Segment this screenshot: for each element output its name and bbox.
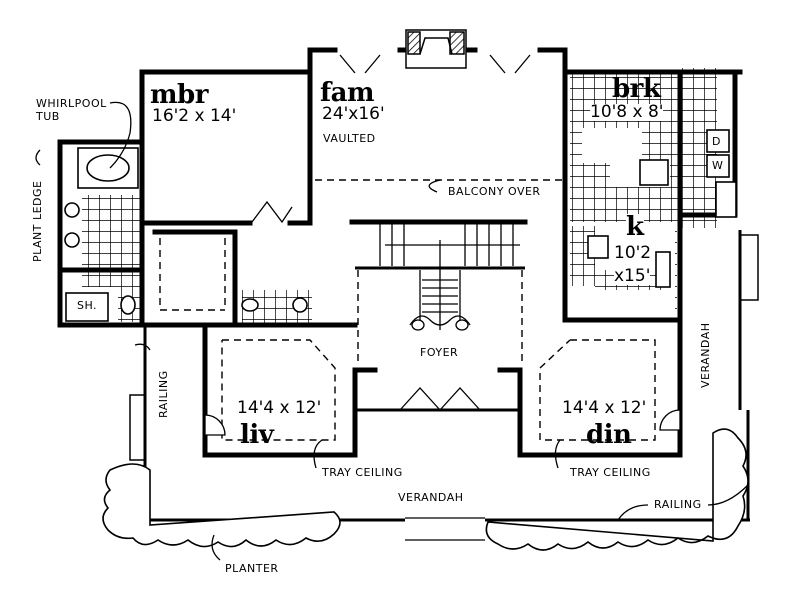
whirlpool-label-line1: WHIRLPOOL	[36, 97, 107, 110]
railing-bottom-label: RAILING	[654, 498, 702, 511]
room-dims-k-line1: 10'2	[614, 243, 652, 263]
foyer-label: FOYER	[420, 346, 459, 359]
shower-label: SH.	[77, 299, 98, 312]
walls	[57, 47, 743, 458]
room-name-mbr: mbr	[150, 80, 208, 110]
fireplace	[405, 29, 467, 69]
doors	[204, 54, 681, 436]
room-dims-fam: 24'x16'	[322, 104, 385, 124]
room-name-k: k	[626, 212, 644, 242]
callout-arrows	[35, 101, 749, 561]
dryer-label: D	[712, 135, 721, 148]
room-name-fam: fam	[320, 78, 375, 108]
room-name-din: din	[586, 420, 632, 450]
room-name-brk: brk	[612, 74, 661, 104]
room-name-liv: liv	[240, 420, 274, 450]
staircase	[355, 224, 525, 331]
verandah-front-label: VERANDAH	[398, 491, 464, 504]
room-dims-mbr: 16'2 x 14'	[152, 106, 237, 126]
tray-ceiling-din-label: TRAY CEILING	[570, 466, 651, 479]
plant-ledge-label: PLANT LEDGE	[31, 180, 44, 262]
whirlpool-label-line2: TUB	[36, 110, 60, 123]
fam-vaulted-note: VAULTED	[323, 132, 376, 145]
planter-label: PLANTER	[225, 562, 279, 575]
room-dims-din: 14'4 x 12'	[562, 398, 647, 418]
room-dims-k-line2: x15'	[614, 266, 651, 286]
room-dims-liv: 14'4 x 12'	[237, 398, 322, 418]
fixtures	[64, 129, 737, 322]
room-dims-brk: 10'8 x 8'	[590, 102, 664, 122]
tray-ceiling-liv-label: TRAY CEILING	[322, 466, 403, 479]
verandah-side-label: VERANDAH	[699, 322, 712, 389]
railing-left-label: RAILING	[157, 370, 170, 418]
washer-label: W	[712, 159, 724, 172]
balcony-over-label: BALCONY OVER	[448, 185, 541, 198]
planter-shrubs	[102, 428, 749, 551]
